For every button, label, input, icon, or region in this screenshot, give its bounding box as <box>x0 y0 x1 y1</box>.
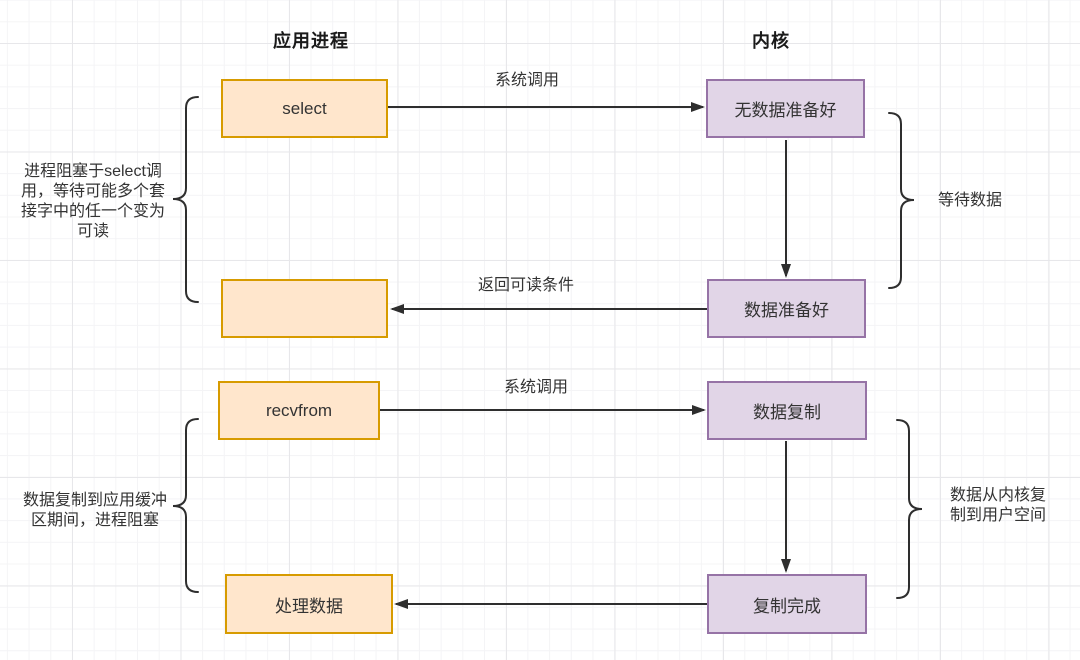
box-select-return <box>221 279 388 338</box>
box-no-data-ready: 无数据准备好 <box>706 79 865 138</box>
annotation-line: 数据从内核复 <box>949 487 1046 504</box>
annotation-select-blocking: 进程阻塞于select调 用，等待可能多个套 接字中的任一个变为 可读 <box>8 162 178 242</box>
annotation-line: 用，等待可能多个套 <box>20 183 165 200</box>
column-header-kernel: 内核 <box>752 31 790 51</box>
box-copy-complete: 复制完成 <box>707 574 867 634</box>
annotation-copy-blocking: 数据复制到应用缓冲 区期间，进程阻塞 <box>10 491 180 531</box>
box-select: select <box>221 79 388 138</box>
annotation-line: 制到用户空间 <box>949 507 1046 524</box>
column-header-app: 应用进程 <box>273 31 349 51</box>
box-process-data: 处理数据 <box>225 574 393 634</box>
box-recvfrom: recvfrom <box>218 381 380 440</box>
annotation-line: 接字中的任一个变为 <box>20 203 165 220</box>
annotation-line: 区期间，进程阻塞 <box>30 512 159 529</box>
brace-wait-data <box>888 112 915 289</box>
brace-kernel-copy <box>896 419 923 599</box>
annotation-wait-data: 等待数据 <box>937 192 1002 209</box>
label-syscall-select: 系统调用 <box>494 72 559 89</box>
box-data-ready: 数据准备好 <box>707 279 866 338</box>
annotation-line: 进程阻塞于select调 <box>24 163 162 180</box>
annotation-line: 数据复制到应用缓冲 <box>22 492 167 509</box>
label-return-readable: 返回可读条件 <box>477 277 574 294</box>
annotation-line: 可读 <box>76 223 109 240</box>
label-syscall-recvfrom: 系统调用 <box>503 379 568 396</box>
box-data-copy: 数据复制 <box>707 381 867 440</box>
annotation-kernel-copy: 数据从内核复 制到用户空间 <box>942 486 1054 526</box>
